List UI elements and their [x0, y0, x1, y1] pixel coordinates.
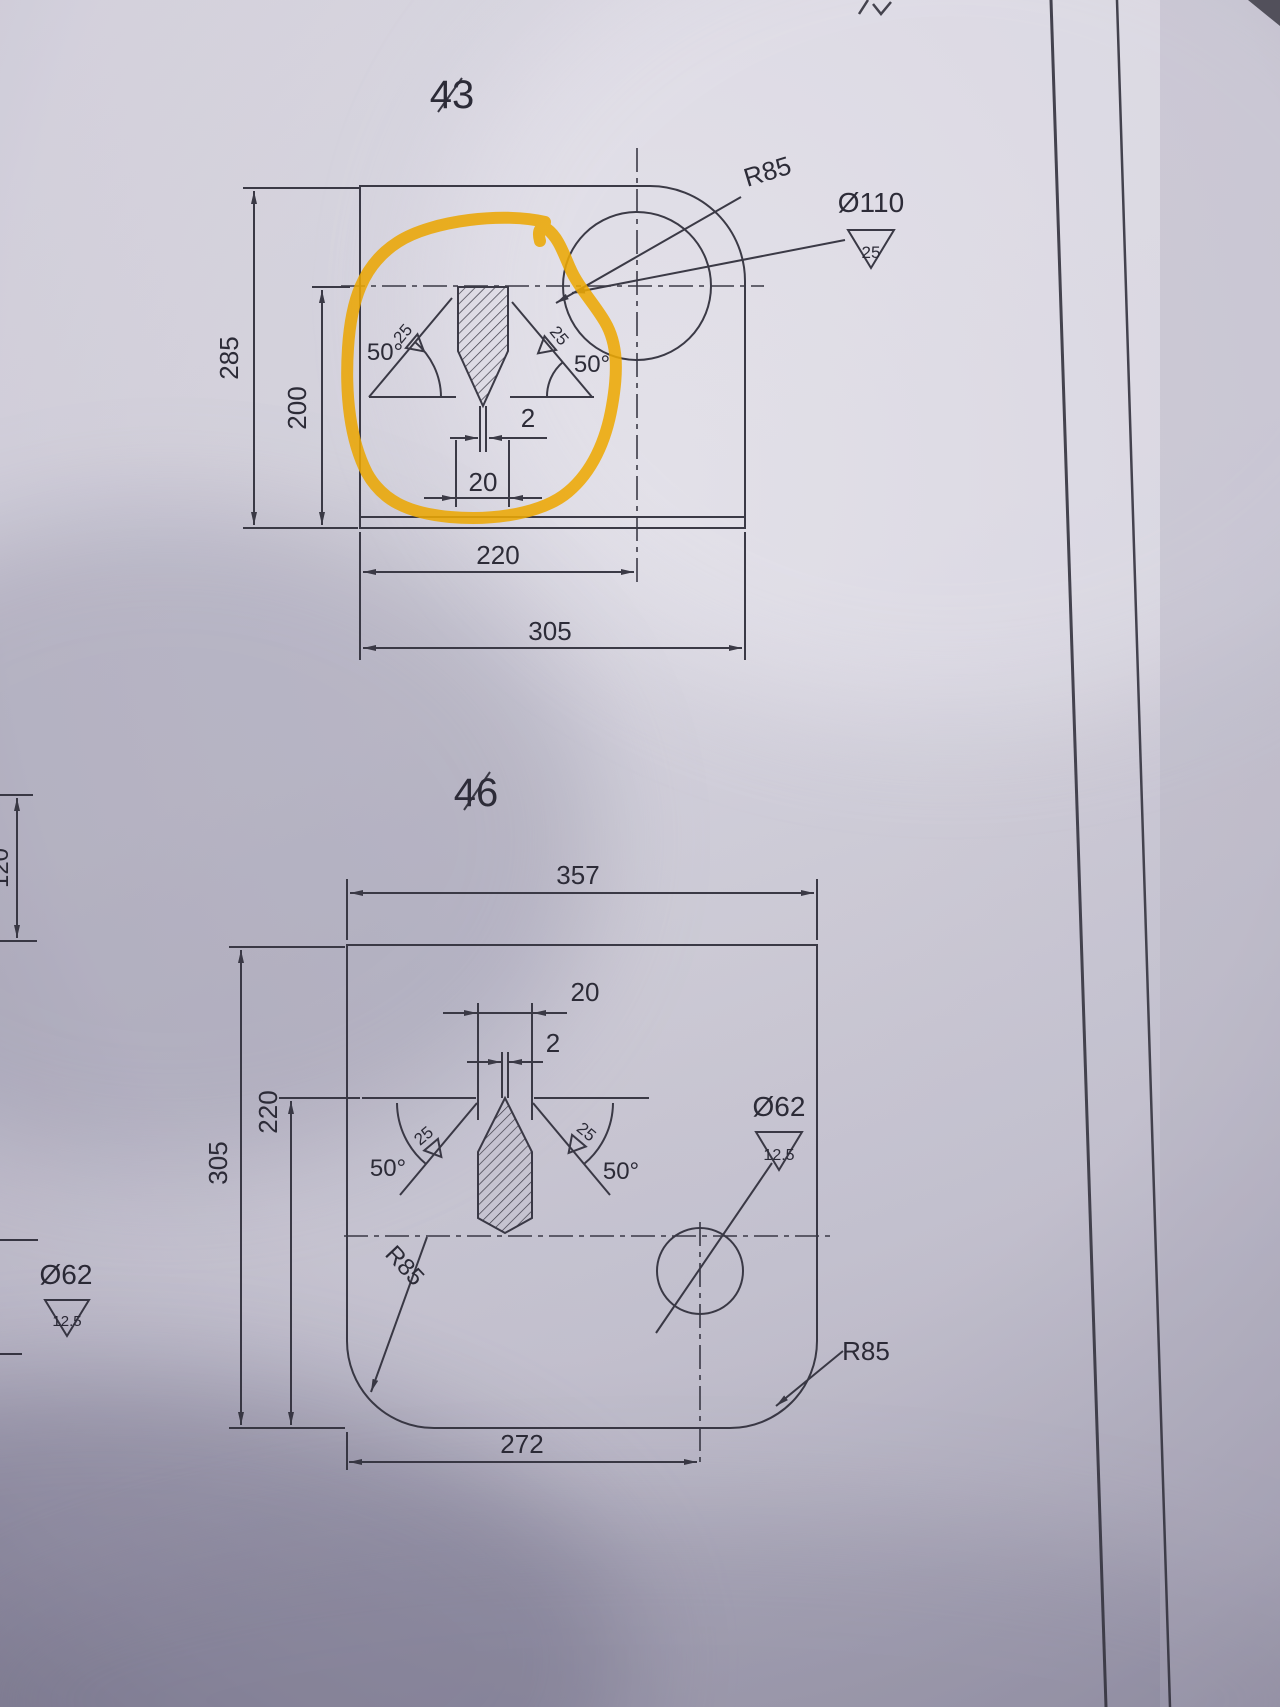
technical-drawing-svg: 43 285 200 50° 50° 25 25 2 20 220 305 R8…: [0, 0, 1280, 1707]
photographed-drawing-sheet: 43 285 200 50° 50° 25 25 2 20 220 305 R8…: [0, 0, 1280, 1707]
photo-vignette: [0, 0, 1280, 1707]
